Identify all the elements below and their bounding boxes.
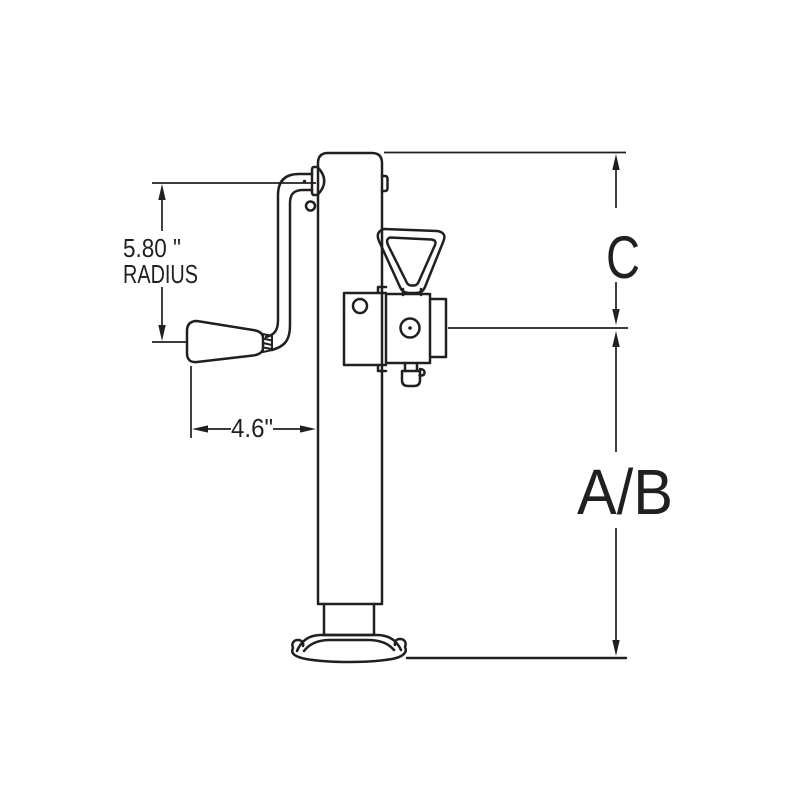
pivot-center-dot: [408, 326, 412, 330]
overall-height-arrow-down-icon: [612, 640, 620, 656]
crank-hub-pin: [304, 200, 317, 212]
crank-arm-center-dot: [302, 179, 307, 184]
crank-grip-ferrule: [262, 333, 273, 353]
crank-grip: [185, 319, 265, 364]
outer-tube: [316, 151, 384, 606]
radius-arrow-down-icon: [158, 325, 166, 341]
radius-arrow-up-icon: [158, 184, 166, 200]
crank-hub: [310, 165, 326, 197]
overall-height-label: A/B: [577, 456, 673, 528]
radius-value-label: 5.80 ": [123, 233, 181, 263]
width-arrow-right-icon: [300, 425, 316, 433]
upper-height-arrow-down-icon: [612, 309, 620, 325]
dimension-labels: 5.80 " RADIUS 4.6" C A/B: [123, 224, 673, 528]
jack-drawing: [185, 151, 628, 664]
crank-arm: [264, 172, 314, 352]
upper-height-arrow-up-icon: [612, 154, 620, 170]
swivel-bracket: [342, 285, 448, 373]
top-mount-tab: [380, 174, 389, 193]
foot-plate: [291, 633, 407, 664]
width-value-label: 4.6": [231, 413, 273, 443]
bracket-pivot-hole: [399, 317, 421, 339]
bottom-pin-plug: [400, 361, 426, 388]
upper-height-label: C: [606, 224, 640, 291]
overall-height-arrow-up-icon: [612, 331, 620, 347]
bracket-bolt-hole: [351, 297, 369, 315]
width-arrow-left-icon: [192, 425, 208, 433]
radius-word-label: RADIUS: [123, 259, 198, 289]
dimension-arrows: [158, 154, 620, 656]
dimension-lines: [152, 151, 628, 640]
